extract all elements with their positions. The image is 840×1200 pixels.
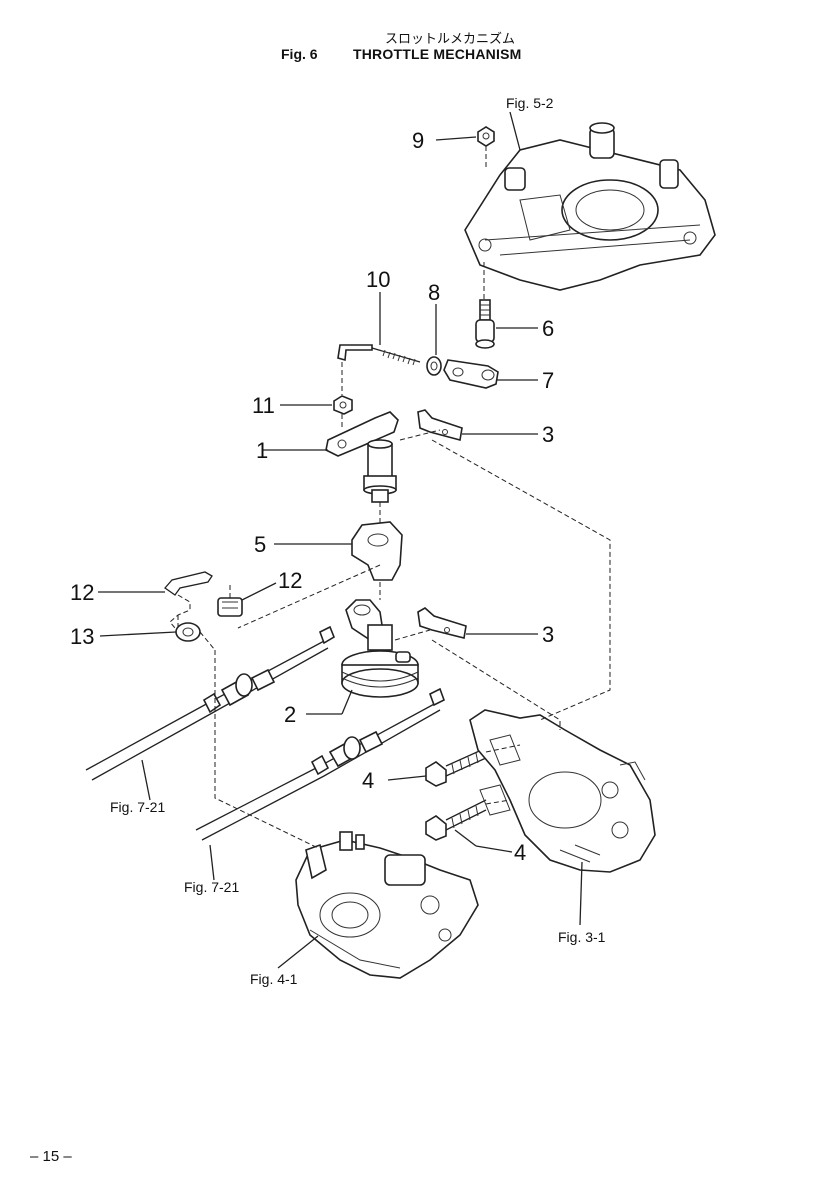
mounting-bracket-assembly: [469, 709, 656, 873]
leader-lines: [98, 111, 583, 969]
part-8-washer: [426, 356, 442, 376]
base-plate-assembly: [464, 122, 716, 291]
part-11-nut: [333, 395, 353, 430]
part-5-cam: [351, 521, 403, 600]
part-2-throttle-drum: [341, 599, 419, 698]
part-1-throttle-lever: [325, 411, 399, 525]
part-6-pivot-screw: [475, 299, 495, 349]
figure-number: Fig. 6: [281, 46, 318, 62]
throttle-cable-upper: [85, 625, 335, 781]
callout-1: 1: [256, 438, 268, 463]
part-3-upper-bracket: [417, 409, 463, 441]
callout-4-lower: 4: [514, 840, 526, 865]
part-7-link: [443, 359, 499, 389]
callout-11: 11: [252, 393, 275, 418]
part-4-bolt-upper: [425, 747, 487, 787]
callout-4-upper: 4: [362, 768, 374, 793]
callout-3-upper: 3: [542, 422, 554, 447]
callout-3-lower: 3: [542, 622, 554, 647]
reference-fig-7-21-center: Fig. 7-21: [184, 879, 239, 895]
callout-8: 8: [428, 280, 440, 305]
callout-10: 10: [366, 267, 390, 292]
callout-9: 9: [412, 128, 424, 153]
reference-fig-3-1: Fig. 3-1: [558, 929, 606, 945]
figure-title: THROTTLE MECHANISM: [353, 46, 522, 62]
assembly-guide-lines: [177, 429, 611, 849]
japanese-title: スロットルメカニズム: [384, 32, 515, 47]
callout-2: 2: [284, 702, 296, 727]
part-9-nut: [477, 126, 495, 170]
callout-6: 6: [542, 316, 554, 341]
part-4-bolt-lower: [425, 799, 487, 841]
callout-12-right: 12: [278, 568, 302, 593]
callout-7: 7: [542, 368, 554, 393]
callout-12-left: 12: [70, 580, 94, 605]
callout-13: 13: [70, 624, 94, 649]
part-12-clip-lower: [217, 585, 243, 617]
carburetor-assembly: [295, 831, 479, 979]
callout-5: 5: [254, 532, 266, 557]
throttle-cable-lower: [195, 687, 445, 841]
part-12-clip-upper: [164, 571, 213, 629]
part-10-throttle-rod: [337, 344, 421, 395]
reference-fig-4-1: Fig. 4-1: [250, 971, 298, 987]
page-number: – 15 –: [30, 1148, 72, 1165]
reference-fig-7-21-left: Fig. 7-21: [110, 799, 165, 815]
reference-fig-5-2: Fig. 5-2: [506, 95, 554, 111]
part-3-lower-bracket: [417, 607, 467, 639]
part-13-cable-end: [175, 622, 216, 651]
